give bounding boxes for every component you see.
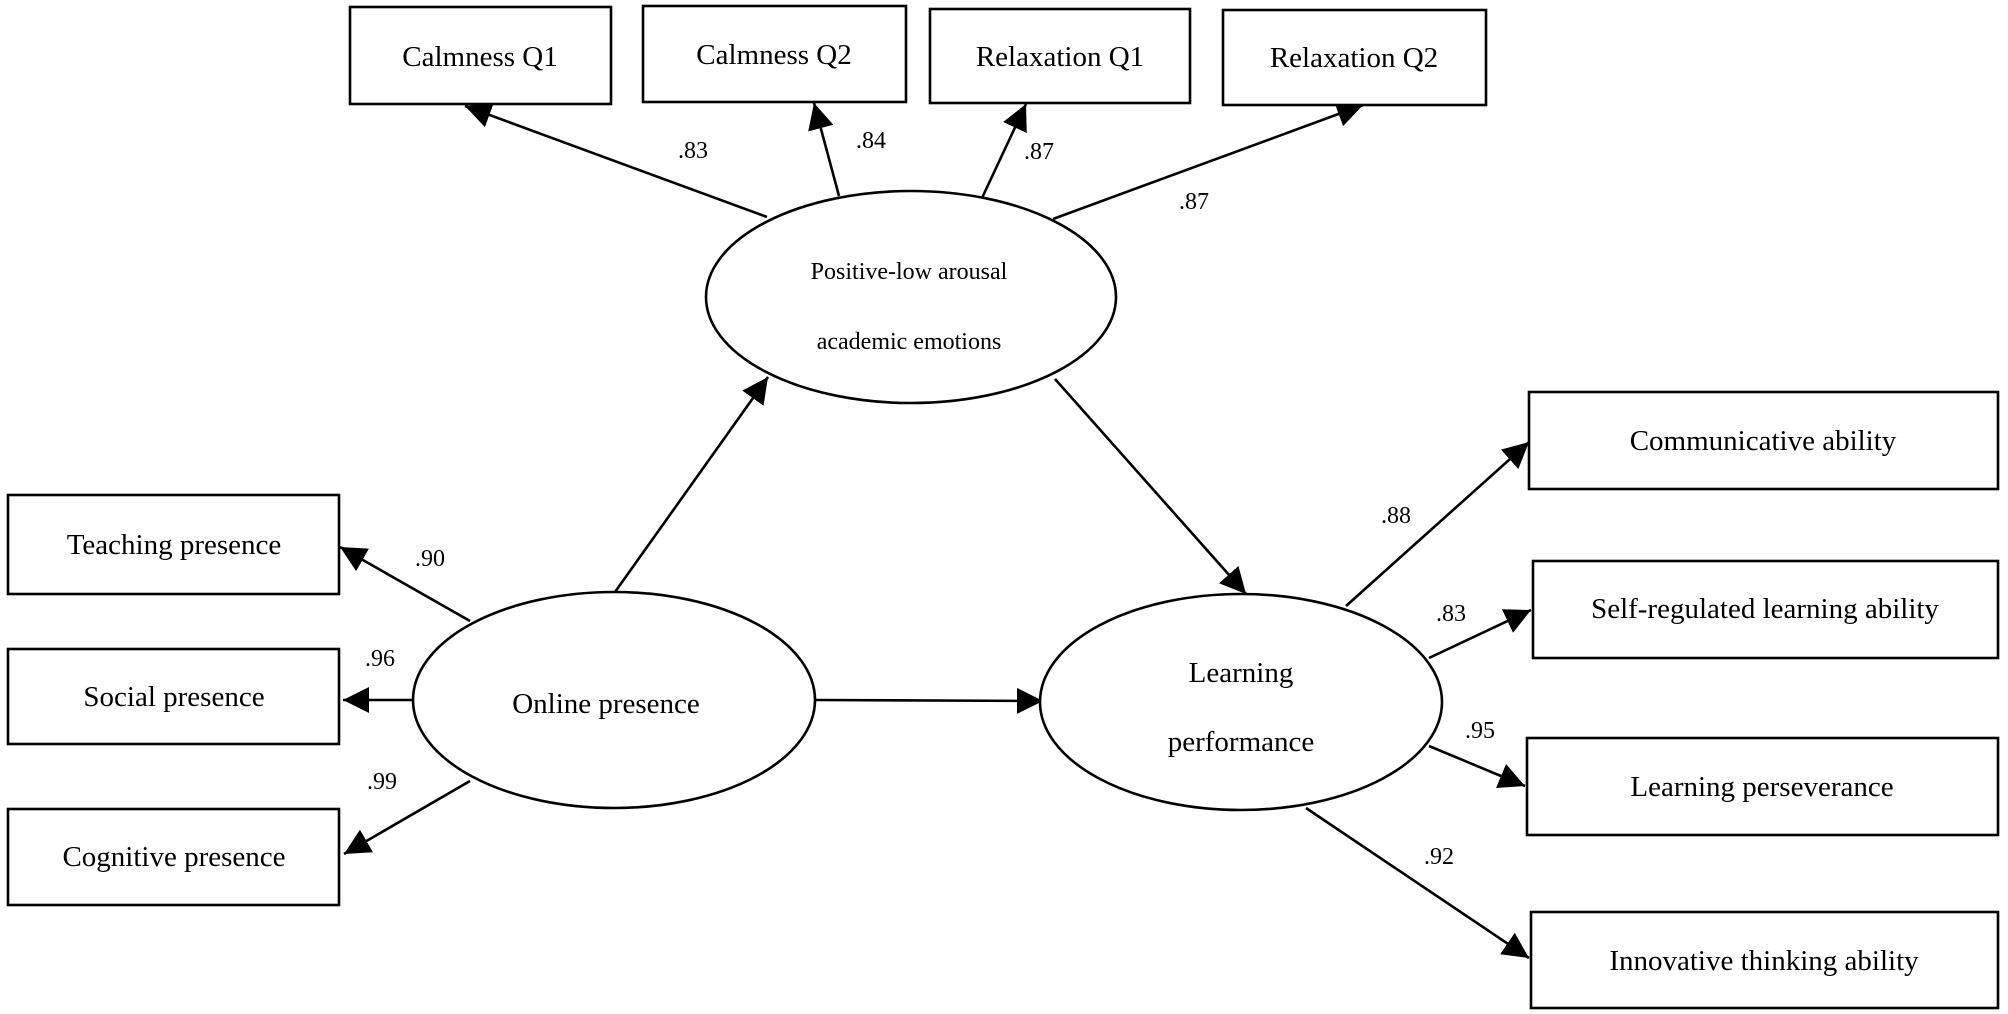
arrow-emotions-performance bbox=[1054, 378, 1247, 595]
indicator-communicative-ability: Communicative ability bbox=[1527, 390, 2000, 491]
indicator-communicative-ability-label: Communicative ability bbox=[1630, 425, 1897, 457]
loading-calmness-q1: .83 bbox=[678, 138, 708, 164]
indicator-learning-perseverance-label: Learning perseverance bbox=[1630, 771, 1893, 803]
arrow-performance-innovative bbox=[1305, 806, 1530, 960]
indicator-learning-perseverance: Learning perseverance bbox=[1525, 736, 2000, 837]
arrow-performance-self-regulated bbox=[1428, 608, 1532, 660]
indicator-social-presence-label: Social presence bbox=[83, 681, 264, 713]
loading-teaching-presence: .90 bbox=[415, 546, 445, 572]
loading-relaxation-q1: .87 bbox=[1024, 139, 1054, 165]
loading-relaxation-q2: .87 bbox=[1179, 189, 1209, 215]
loading-learning-perseverance: .95 bbox=[1465, 718, 1495, 744]
indicator-social-presence: Social presence bbox=[6, 647, 341, 746]
arrow-emotions-relaxation-q2 bbox=[1052, 101, 1364, 221]
indicator-calmness-q1-label: Calmness Q1 bbox=[402, 41, 557, 73]
latent-learning-performance: Learning performance bbox=[1038, 592, 1444, 812]
indicator-cognitive-presence: Cognitive presence bbox=[6, 807, 341, 907]
latent-positive-low-arousal-emotions: Positive-low arousal academic emotions bbox=[704, 189, 1118, 405]
arrow-emotions-calmness-q1 bbox=[464, 102, 768, 219]
loading-cognitive-presence: .99 bbox=[367, 769, 397, 795]
indicator-self-regulated-learning-ability-label: Self-regulated learning ability bbox=[1591, 593, 1939, 625]
indicator-calmness-q1: Calmness Q1 bbox=[348, 5, 613, 106]
arrow-emotions-relaxation-q1 bbox=[980, 103, 1028, 199]
loading-self-regulated-learning-ability: .83 bbox=[1436, 601, 1466, 627]
indicator-innovative-thinking-ability: Innovative thinking ability bbox=[1529, 910, 2000, 1010]
arrow-performance-perseverance bbox=[1428, 744, 1526, 788]
loading-labels: .83 .84 .87 .87 .90 .96 .99 .88 .83 .95 … bbox=[365, 128, 1495, 870]
indicator-cognitive-presence-label: Cognitive presence bbox=[62, 841, 285, 873]
latent-online-presence: Online presence bbox=[411, 590, 817, 810]
indicator-self-regulated-learning-ability: Self-regulated learning ability bbox=[1531, 559, 2000, 660]
latent-performance-label-line1: Learning bbox=[1189, 657, 1294, 689]
arrow-performance-communicative bbox=[1345, 441, 1530, 607]
loading-innovative-thinking-ability: .92 bbox=[1424, 844, 1454, 870]
arrow-online-cognitive bbox=[343, 779, 471, 856]
indicator-teaching-presence: Teaching presence bbox=[6, 493, 341, 596]
indicator-relaxation-q2: Relaxation Q2 bbox=[1221, 8, 1488, 107]
arrow-emotions-calmness-q2 bbox=[808, 102, 841, 197]
arrows bbox=[339, 101, 1532, 960]
latent-online-presence-label: Online presence bbox=[512, 688, 700, 720]
indicator-innovative-thinking-ability-label: Innovative thinking ability bbox=[1609, 945, 1919, 977]
indicator-relaxation-q1: Relaxation Q1 bbox=[928, 7, 1192, 105]
latent-performance-label-line2: performance bbox=[1168, 726, 1315, 758]
latent-emotions-label-line2: academic emotions bbox=[817, 329, 1002, 355]
arrow-online-teaching bbox=[339, 545, 471, 623]
indicator-calmness-q2: Calmness Q2 bbox=[641, 4, 908, 104]
latent-emotions-label-line1: Positive-low arousal bbox=[811, 259, 1008, 285]
arrow-online-performance bbox=[814, 687, 1044, 714]
indicator-relaxation-q2-label: Relaxation Q2 bbox=[1270, 42, 1438, 74]
indicator-calmness-q2-label: Calmness Q2 bbox=[696, 39, 851, 71]
arrow-online-emotions bbox=[613, 376, 770, 593]
loading-calmness-q2: .84 bbox=[856, 128, 886, 154]
loading-communicative-ability: .88 bbox=[1381, 503, 1411, 529]
loading-social-presence: .96 bbox=[365, 646, 395, 672]
indicator-relaxation-q1-label: Relaxation Q1 bbox=[976, 41, 1144, 73]
indicator-teaching-presence-label: Teaching presence bbox=[67, 529, 282, 561]
